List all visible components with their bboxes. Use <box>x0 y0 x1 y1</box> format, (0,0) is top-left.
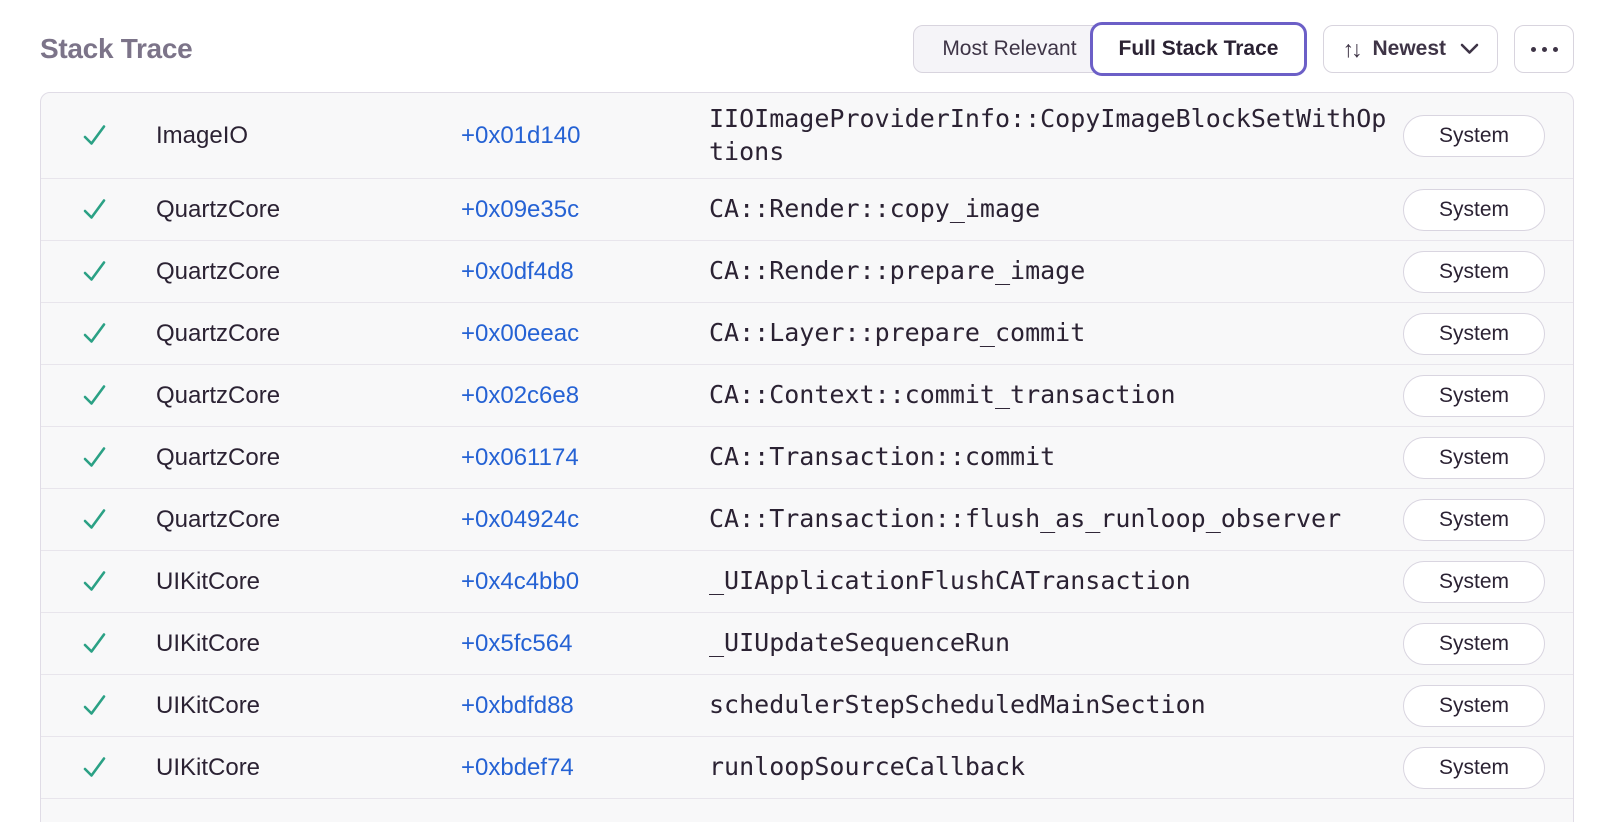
address-link[interactable]: +0x01d140 <box>461 121 581 149</box>
address-link[interactable]: +0x0df4d8 <box>461 257 574 285</box>
header-controls: Most Relevant Full Stack Trace ↑↓ Newest <box>913 22 1574 76</box>
address-link[interactable]: +0x4c4bb0 <box>461 567 580 595</box>
function-name: CA::Transaction::flush_as_runloop_observ… <box>709 504 1342 534</box>
sort-label: Newest <box>1372 37 1446 60</box>
function-name: IIOImageProviderInfo::CopyImageBlockSetW… <box>709 104 1387 166</box>
module-name: QuartzCore <box>156 505 281 533</box>
check-icon <box>81 444 156 471</box>
more-options-button[interactable] <box>1514 25 1574 73</box>
chevron-down-icon <box>1460 43 1479 54</box>
stack-frame-row[interactable]: ImageIO +0x01d140 IIOImageProviderInfo::… <box>41 93 1573 178</box>
module-name: UIKitCore <box>156 629 261 657</box>
address-link[interactable]: +0x04924c <box>461 505 580 533</box>
function-name: CA::Render::copy_image <box>709 194 1041 224</box>
address-link[interactable]: +0x5fc564 <box>461 629 573 657</box>
check-icon <box>81 258 156 285</box>
check-icon <box>81 692 156 719</box>
check-icon <box>81 196 156 223</box>
check-icon <box>81 506 156 533</box>
system-badge: System <box>1403 250 1545 293</box>
function-name: CA::Context::commit_transaction <box>709 380 1176 410</box>
system-badge: System <box>1403 188 1545 231</box>
sort-button[interactable]: ↑↓ Newest <box>1323 25 1498 73</box>
address-link[interactable]: +0xbdef74 <box>461 753 574 781</box>
stack-trace-header: Stack Trace Most Relevant Full Stack Tra… <box>0 0 1614 92</box>
module-name: QuartzCore <box>156 257 281 285</box>
address-link[interactable]: +0x00eeac <box>461 319 580 347</box>
address-link[interactable]: +0xbdfd88 <box>461 691 574 719</box>
function-name: _UIUpdateSequenceRun <box>709 628 1011 658</box>
system-badge: System <box>1403 374 1545 417</box>
stack-frame-row[interactable]: UIKitCore +0x5fc564 _UIUpdateSequenceRun… <box>41 612 1573 674</box>
check-icon <box>81 568 156 595</box>
stack-frame-row[interactable]: QuartzCore +0x02c6e8 CA::Context::commit… <box>41 364 1573 426</box>
check-icon <box>81 320 156 347</box>
stack-frame-row[interactable]: QuartzCore +0x04924c CA::Transaction::fl… <box>41 488 1573 550</box>
check-icon <box>81 382 156 409</box>
system-badge: System <box>1403 312 1545 355</box>
stack-frame-row[interactable]: UIKitCore +0x4c4bb0 _UIApplicationFlushC… <box>41 550 1573 612</box>
check-icon <box>81 630 156 657</box>
function-name: CA::Transaction::commit <box>709 442 1056 472</box>
module-name: QuartzCore <box>156 195 281 223</box>
function-name: CA::Render::prepare_image <box>709 256 1086 286</box>
module-name: QuartzCore <box>156 319 281 347</box>
stack-frame-row-partial[interactable] <box>41 798 1573 822</box>
page-title: Stack Trace <box>40 33 193 64</box>
address-link[interactable]: +0x061174 <box>461 443 579 471</box>
system-badge: System <box>1403 560 1545 603</box>
sort-arrows-icon: ↑↓ <box>1342 35 1362 62</box>
stack-trace-table: ImageIO +0x01d140 IIOImageProviderInfo::… <box>40 92 1574 822</box>
system-badge: System <box>1403 498 1545 541</box>
full-stack-trace-button[interactable]: Full Stack Trace <box>1089 22 1308 76</box>
stack-frame-row[interactable]: QuartzCore +0x09e35c CA::Render::copy_im… <box>41 178 1573 240</box>
stack-frame-row[interactable]: QuartzCore +0x00eeac CA::Layer::prepare_… <box>41 302 1573 364</box>
system-badge: System <box>1403 746 1545 789</box>
module-name: UIKitCore <box>156 691 261 719</box>
stack-frame-row[interactable]: UIKitCore +0xbdfd88 schedulerStepSchedul… <box>41 674 1573 736</box>
module-name: QuartzCore <box>156 381 281 409</box>
stack-frame-row[interactable]: QuartzCore +0x061174 CA::Transaction::co… <box>41 426 1573 488</box>
system-badge: System <box>1403 114 1545 157</box>
function-name: CA::Layer::prepare_commit <box>709 318 1086 348</box>
address-link[interactable]: +0x09e35c <box>461 195 580 223</box>
check-icon <box>81 754 156 781</box>
system-badge: System <box>1403 436 1545 479</box>
system-badge: System <box>1403 622 1545 665</box>
function-name: runloopSourceCallback <box>709 752 1026 782</box>
system-badge: System <box>1403 684 1545 727</box>
address-link[interactable]: +0x02c6e8 <box>461 381 580 409</box>
view-toggle: Most Relevant Full Stack Trace <box>913 22 1308 76</box>
check-icon <box>81 122 156 149</box>
function-name: _UIApplicationFlushCATransaction <box>709 566 1191 596</box>
ellipsis-icon <box>1530 46 1558 52</box>
module-name: UIKitCore <box>156 567 261 595</box>
module-name: UIKitCore <box>156 753 261 781</box>
function-name: schedulerStepScheduledMainSection <box>709 690 1206 720</box>
most-relevant-button[interactable]: Most Relevant <box>913 25 1104 73</box>
stack-frame-row[interactable]: QuartzCore +0x0df4d8 CA::Render::prepare… <box>41 240 1573 302</box>
stack-frame-row[interactable]: UIKitCore +0xbdef74 runloopSourceCallbac… <box>41 736 1573 798</box>
module-name: ImageIO <box>156 121 249 149</box>
module-name: QuartzCore <box>156 443 281 471</box>
